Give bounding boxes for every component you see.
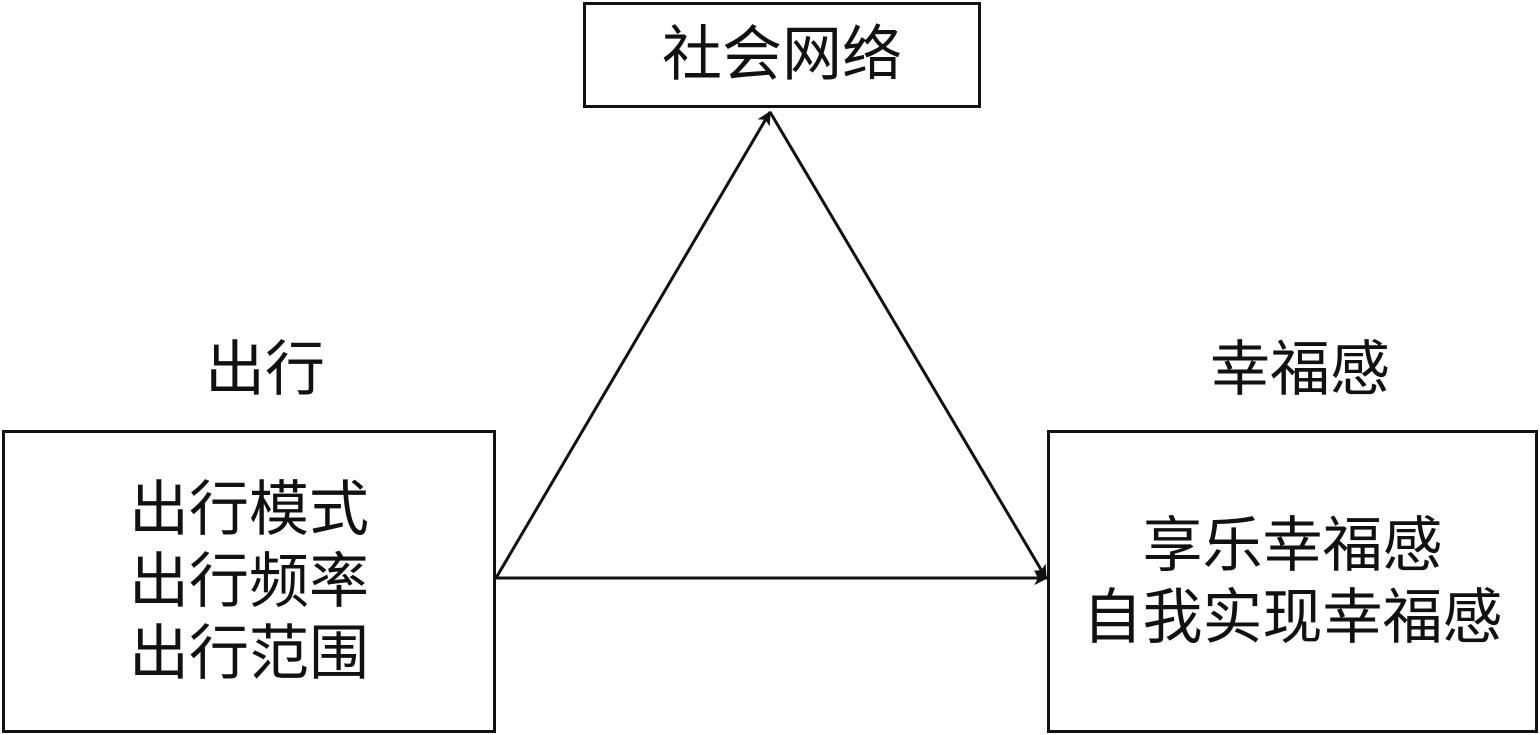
happiness-item-hedonic: 享乐幸福感 xyxy=(1142,510,1443,581)
social-network-label: 社会网络 xyxy=(662,20,902,90)
travel-node: 出行模式 出行频率 出行范围 xyxy=(2,430,496,733)
travel-item-frequency: 出行频率 xyxy=(129,546,369,617)
travel-header: 出行 xyxy=(205,335,325,405)
social-network-node: 社会网络 xyxy=(583,2,981,108)
travel-item-mode: 出行模式 xyxy=(129,474,369,545)
arrow-travel-to-social xyxy=(494,110,772,579)
happiness-item-eudaimonic: 自我实现幸福感 xyxy=(1082,582,1503,653)
travel-item-range: 出行范围 xyxy=(129,618,369,689)
arrow-social-to-happiness xyxy=(768,111,1048,580)
happiness-header: 幸福感 xyxy=(1210,335,1390,405)
happiness-node: 享乐幸福感 自我实现幸福感 xyxy=(1047,430,1538,733)
